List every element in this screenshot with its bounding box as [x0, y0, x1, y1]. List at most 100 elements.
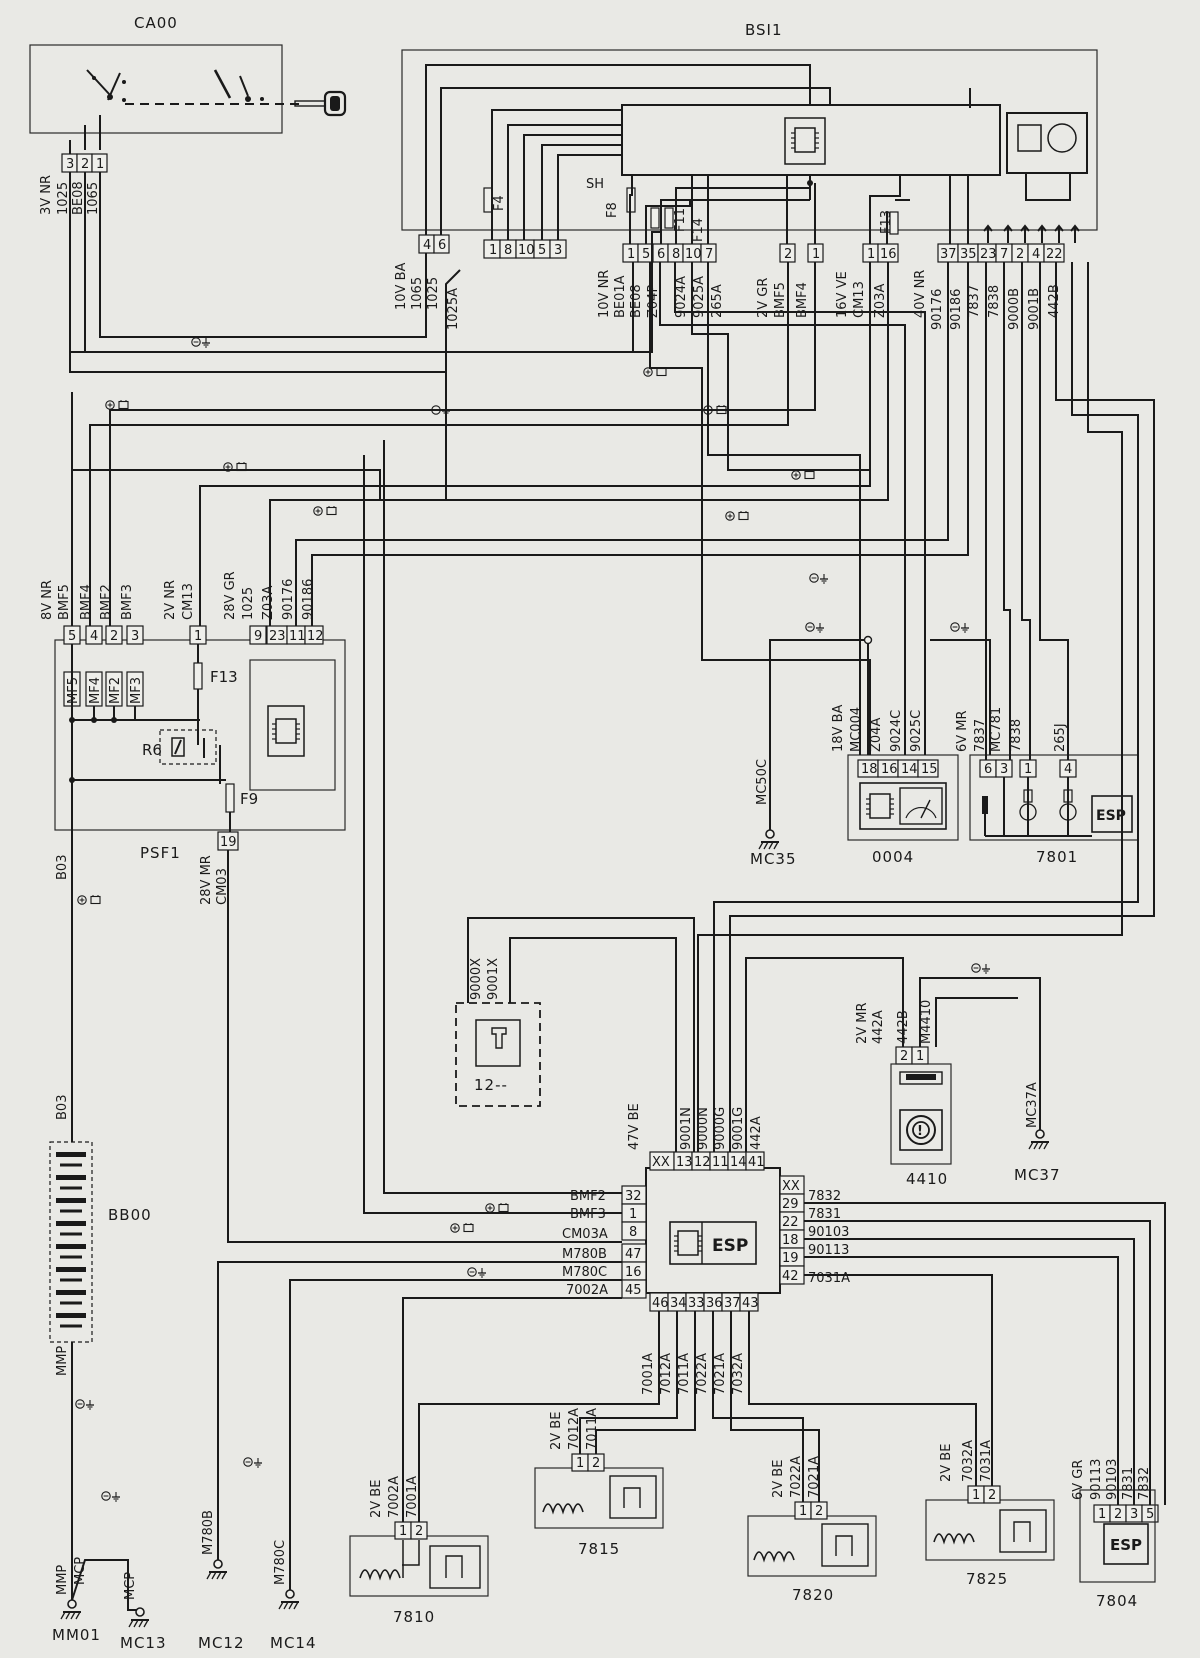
c4410-wire-442a: 442A — [871, 1010, 886, 1044]
esp-wire-9000g: 9000G — [713, 1107, 728, 1150]
esp-wire-7002a: 7002A — [566, 1283, 608, 1298]
ca00-label: CA00 — [134, 14, 178, 32]
c0004-pin-15: 15 — [921, 762, 938, 777]
c7801-switch-and-leds — [982, 777, 1092, 837]
c7810-pin-2: 2 — [415, 1524, 423, 1539]
esp-top-pins — [649, 1151, 765, 1171]
mc35-label: MC35 — [750, 850, 797, 868]
c7801-wire-mc781: MC781 — [989, 707, 1004, 752]
bsi1-shunt: SH — [586, 177, 604, 192]
ca00-pin-2: 2 — [81, 157, 89, 172]
c7820-pin-1: 1 — [799, 1504, 807, 1519]
sensor-7820: 1 2 — [747, 1501, 877, 1577]
battery-cell — [56, 1313, 86, 1318]
battery-cell — [56, 1198, 86, 1203]
bsi-wire-265a: 265A — [710, 284, 725, 318]
esp-left-pin-8: 8 — [629, 1225, 637, 1240]
battery-cell — [60, 1324, 82, 1328]
c7801-pin-6: 6 — [984, 762, 992, 777]
ca00-wire-1065: 1065 — [86, 182, 101, 215]
esp-left-pin-32: 32 — [625, 1189, 642, 1204]
fuse-f4-label: F4 — [492, 195, 507, 211]
minus-ground-icon — [950, 622, 970, 633]
mc13-label: MC13 — [120, 1634, 167, 1652]
minus-ground-icon — [101, 1491, 121, 1502]
esp-wire-cm03a: CM03A — [562, 1227, 608, 1242]
bsi-wire-9001b: 9001B — [1027, 288, 1042, 330]
bb00-wire-b03: B03 — [55, 1095, 70, 1120]
c7810-pin-1: 1 — [399, 1524, 407, 1539]
bsi-pin-d5: 4 — [1032, 247, 1040, 262]
minus-ground-icon — [243, 1457, 263, 1468]
c7815-be2-tag: 2V BE — [549, 1412, 564, 1450]
minus-ground-icon — [75, 1399, 95, 1410]
c7810-wire-7001a: 7001A — [405, 1476, 420, 1518]
psf1-inner — [249, 659, 336, 791]
plus-battery-icon — [485, 1202, 509, 1213]
bsi-wire-1025a: 1025A — [446, 288, 461, 330]
bsi-wire-90186: 90186 — [949, 289, 964, 330]
battery-cell — [60, 1278, 82, 1282]
bsi-pin-a0: 4 — [423, 238, 431, 253]
battery-cell — [56, 1267, 86, 1272]
psf-pin-1: 1 — [194, 629, 202, 644]
esp-wire-7032a: 7032A — [731, 1353, 746, 1395]
mc37-label: MC37 — [1014, 1166, 1061, 1184]
esp-be47-tag: 47V BE — [627, 1103, 642, 1150]
mf5-label: MF5 — [66, 677, 81, 704]
plus-battery-icon — [725, 510, 749, 521]
bsi-pin-b0: 1 — [489, 243, 497, 258]
bsi-wire-7837: 7837 — [967, 285, 982, 318]
c7820-wire-7021a: 7021A — [807, 1456, 822, 1498]
bsi-pin-c7: 1 — [812, 247, 820, 262]
c7820-pin-2: 2 — [815, 1504, 823, 1519]
c1200-box — [455, 1002, 541, 1107]
esp-wire-bmf3: BMF3 — [570, 1207, 606, 1222]
terminals — [67, 180, 1045, 1617]
ground-mc37-icon — [1028, 1141, 1050, 1150]
psf-wire-bmf3: BMF3 — [120, 584, 135, 620]
gr6-tag: 6V GR — [1071, 1460, 1086, 1500]
bb00-box — [49, 1141, 93, 1343]
battery-cell — [60, 1163, 82, 1167]
bsi-pin-c3: 8 — [672, 247, 680, 262]
esp-wire-7832: 7832 — [808, 1189, 841, 1204]
esp-right-pin-19: 19 — [782, 1251, 799, 1266]
c7804-label: 7804 — [1096, 1592, 1138, 1610]
psf-pin-2: 2 — [110, 629, 118, 644]
ground-mc35-icon — [758, 841, 780, 850]
esp-wire-7831: 7831 — [808, 1207, 841, 1222]
bsi1-ve-tag: 16V VE — [835, 271, 850, 318]
ground-mc14-icon — [278, 1601, 300, 1610]
battery-cell — [56, 1152, 86, 1157]
fuse-f9-label: F9 — [240, 790, 258, 808]
psf-wire-z03a: Z03A — [261, 586, 276, 620]
bsi-wire-90176: 90176 — [930, 289, 945, 330]
esp-left-pin-47: 47 — [625, 1247, 642, 1262]
minus-ground-icon — [809, 573, 829, 584]
bsi1-pins — [418, 234, 1065, 263]
mc14-label: MC14 — [270, 1634, 317, 1652]
c0004-wire-9024c: 9024C — [889, 710, 904, 752]
bsi1-label: BSI1 — [745, 21, 783, 39]
psf-pin-5: 5 — [68, 629, 76, 644]
c7801-wire-7837: 7837 — [973, 719, 988, 752]
minus-ground-icon — [971, 963, 991, 974]
bsi-pin-c2: 6 — [657, 247, 665, 262]
esp-wire-7012a: 7012A — [659, 1353, 674, 1395]
psf-pin-23: 23 — [269, 629, 286, 644]
psf-pin-11: 11 — [289, 629, 306, 644]
esp-wire-m780c: M780C — [562, 1265, 607, 1280]
psf-pin-9: 9 — [254, 629, 262, 644]
c7810-wire-7002a: 7002A — [387, 1476, 402, 1518]
c7815-pin-2: 2 — [592, 1456, 600, 1471]
psf-wire-b03: B03 — [55, 855, 70, 880]
bsi-pin-c6: 2 — [784, 247, 792, 262]
ca00-pin-1: 1 — [96, 157, 104, 172]
bsi-pin-c0: 1 — [627, 247, 635, 262]
c7815-wire-7012a: 7012A — [567, 1408, 582, 1450]
c7801-pin-3: 3 — [1000, 762, 1008, 777]
ground-wire-m780c: M780C — [273, 1540, 288, 1585]
c7825-wire-7031a: 7031A — [979, 1440, 994, 1482]
mm01-label: MM01 — [52, 1626, 101, 1644]
